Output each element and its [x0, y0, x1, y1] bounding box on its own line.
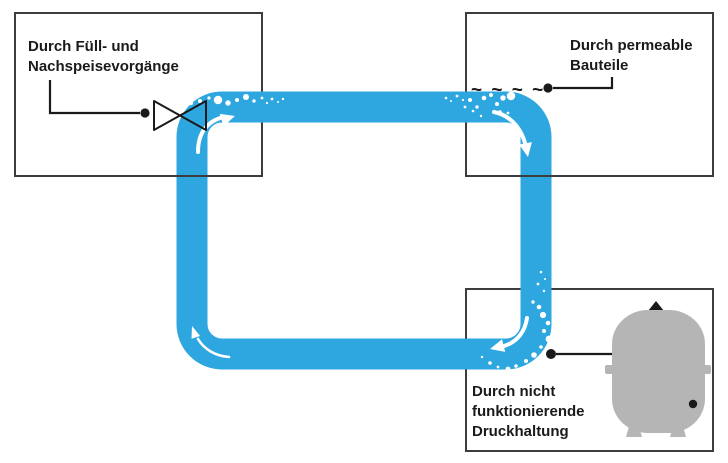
label-pressure-line2: funktionierende [472, 403, 585, 420]
vessel-valve-cap [648, 301, 664, 311]
label-permeable-line1: Durch permeable [570, 37, 693, 54]
pipe-loop [176, 91, 552, 370]
vessel-drain-dot [688, 399, 698, 409]
label-fill-processes: Durch Füll- und Nachspeisevorgänge [28, 37, 179, 77]
expansion-vessel-icon [605, 301, 711, 437]
vessel-body [612, 310, 705, 433]
connection-dot-permeable [543, 83, 553, 93]
label-pressure-line1: Durch nicht [472, 383, 556, 400]
connection-dot-pressure [546, 349, 556, 359]
connection-dot-fill [140, 108, 150, 118]
label-permeable-line2: Bauteile [570, 57, 629, 74]
vessel-lug-left [605, 365, 613, 374]
bubbles-top-right [444, 91, 516, 118]
flow-arrow-bottom-right [490, 316, 529, 352]
label-fill-line2: Nachspeisevorgänge [28, 58, 179, 75]
bubbles-top-left [188, 94, 285, 106]
valve-icon [153, 100, 207, 131]
label-fill-line1: Durch Füll- und [28, 38, 139, 55]
flow-arrow-top-left [196, 113, 235, 154]
leader-line-fill [48, 80, 140, 115]
flow-arrow-top-right [492, 110, 532, 157]
permeation-squiggles-icon: ~ ~ ~ ~ [471, 80, 545, 101]
label-permeable-parts: Durch permeable Bauteile [570, 36, 693, 76]
label-pressure-maintenance: Durch nicht funktionierende Druckhaltung [472, 382, 585, 442]
label-pressure-line3: Druckhaltung [472, 423, 569, 440]
leader-line-permeable [553, 77, 614, 90]
flow-arrow-bottom-left [191, 326, 231, 359]
bubbles-bottom-right [480, 270, 553, 372]
